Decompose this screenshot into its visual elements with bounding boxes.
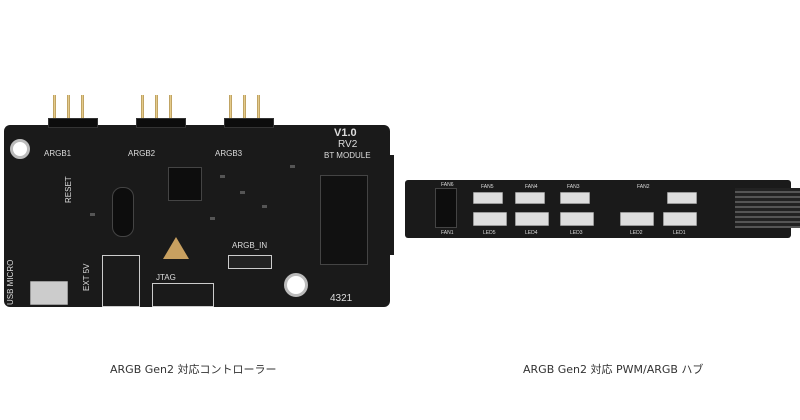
silk-argb2: ARGB2 [128,149,156,158]
silk-led1: LED1 [673,230,686,236]
silk-led2: LED2 [630,230,643,236]
silk-argb-in: ARGB_IN [232,241,268,250]
silk-argb3: ARGB3 [215,149,243,158]
controller-caption: ARGB Gen2 対応コントローラー [110,363,277,376]
silk-version: V1.0 [334,127,357,139]
silk-led3: LED3 [570,230,583,236]
controller-board-image: ARGB1 ARGB2 ARGB3 V1.0 RV2 BT MODULE JTA… [0,95,395,315]
silk-4321: 4321 [330,293,353,304]
silk-bt-module: BT MODULE [324,151,371,160]
silk-fan5: FAN5 [481,184,494,190]
silk-reset: RESET [64,176,73,203]
silk-fan1: FAN1 [441,230,454,236]
silk-fan3: FAN3 [567,184,580,190]
hub-board-image: FAN1 FAN2 FAN3 FAN4 FAN5 FAN6 LED1 LED2 … [405,180,800,240]
silk-led5: LED5 [483,230,496,236]
silk-jtag: JTAG [156,273,176,282]
silk-revision: RV2 [338,139,358,150]
silk-argb1: ARGB1 [44,149,72,158]
hub-caption: ARGB Gen2 対応 PWM/ARGB ハブ [523,363,704,376]
silk-ext-5v: EXT 5V [82,263,91,291]
silk-usb-micro: USB MICRO [6,259,15,305]
silk-fan4: FAN4 [525,184,538,190]
silk-fan2: FAN2 [637,184,650,190]
silk-fan6: FAN6 [441,182,454,188]
silk-led4: LED4 [525,230,538,236]
